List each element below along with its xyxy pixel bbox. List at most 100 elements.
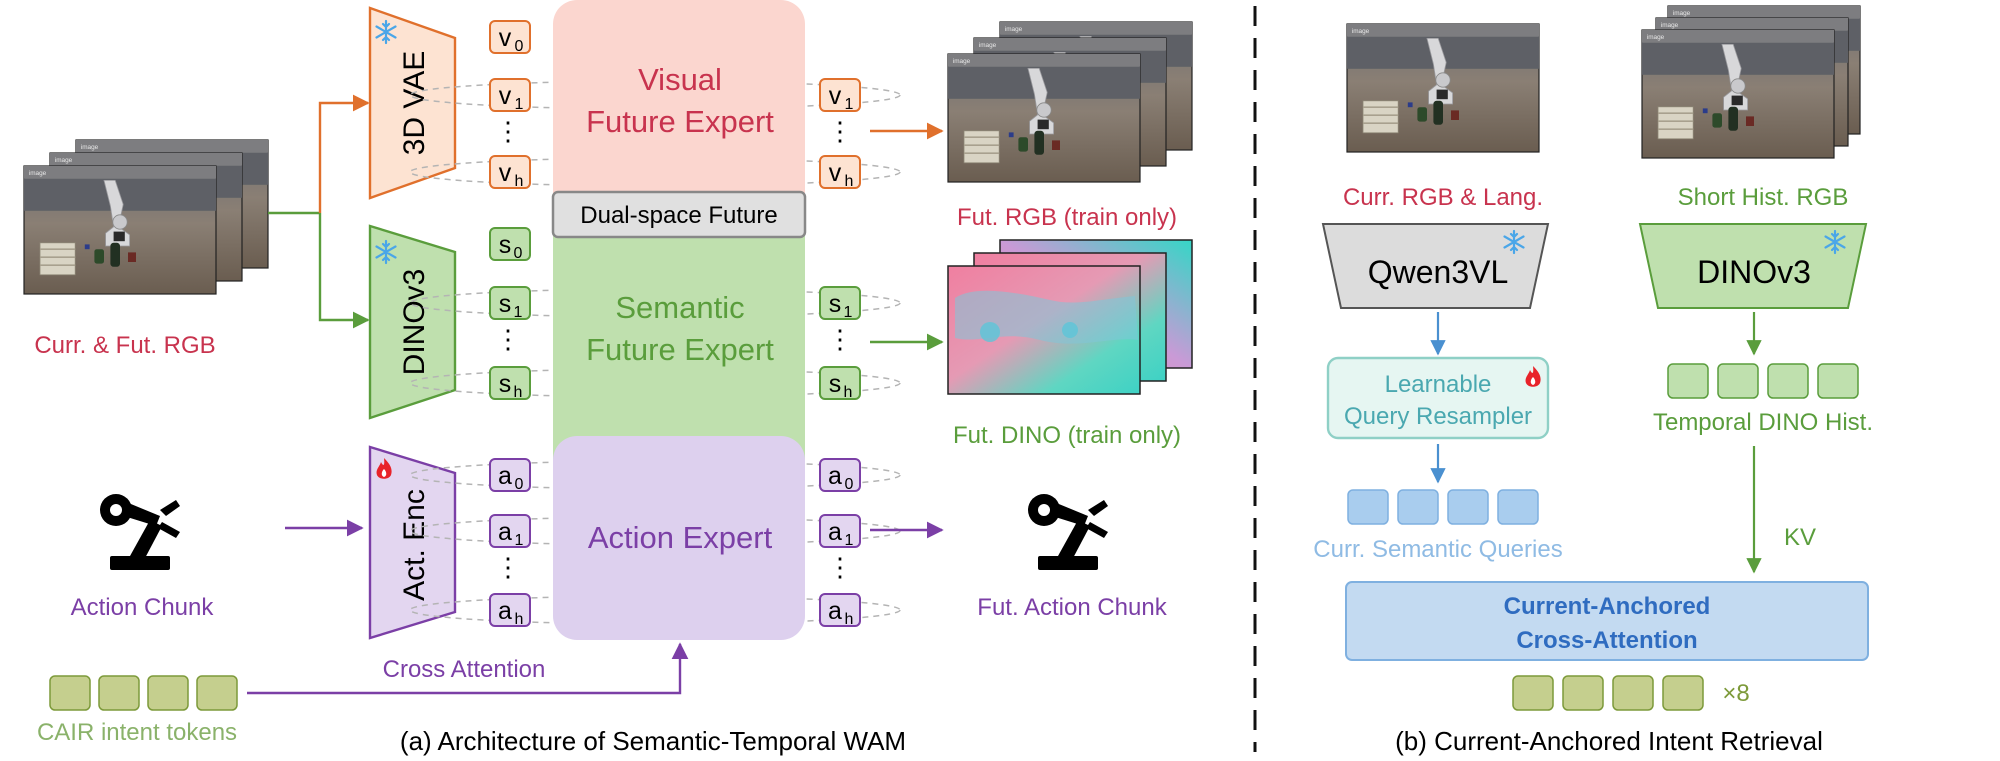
input-rgb-stack: [23, 139, 269, 295]
semantic-queries-label: Curr. Semantic Queries: [1313, 536, 1562, 563]
svg-text:Query Resampler: Query Resampler: [1344, 403, 1532, 430]
action-chunk-label: Action Chunk: [71, 594, 215, 621]
svg-text:DINOv3: DINOv3: [398, 269, 431, 376]
svg-text:a: a: [828, 597, 842, 625]
svg-text:Dual-space Future: Dual-space Future: [580, 202, 777, 229]
dinov3-encoder-right: DINOv3: [1638, 223, 1868, 309]
vdots: ⋮: [495, 116, 521, 146]
dino-encoder: DINOv3: [368, 224, 457, 420]
svg-text:DINOv3: DINOv3: [1697, 254, 1811, 290]
svg-text:0: 0: [515, 38, 524, 55]
cair-intent-tokens: [49, 675, 238, 711]
svg-text:1: 1: [515, 532, 524, 549]
temporal-dino-hist-tokens: [1667, 363, 1859, 399]
expert-column: [553, 0, 805, 640]
current-rgb-frame: [1346, 23, 1540, 153]
semantic-expert-line1: Semantic: [615, 290, 744, 325]
visual-expert-line2: Future Expert: [586, 104, 774, 139]
output-intent-tokens: [1512, 675, 1704, 711]
future-action-chunk-label: Fut. Action Chunk: [977, 594, 1167, 621]
svg-text:Current-Anchored: Current-Anchored: [1504, 593, 1711, 620]
dual-space-future-box: Dual-space Future: [551, 190, 807, 239]
temporal-dino-hist-label: Temporal DINO Hist.: [1653, 409, 1873, 436]
vae-encoder: 3D VAE: [368, 6, 457, 200]
future-rgb-stack: [947, 21, 1193, 183]
semantic-query-tokens: [1347, 489, 1539, 525]
flame-icon: [376, 458, 392, 479]
svg-text:1: 1: [845, 96, 854, 113]
svg-text:⋮: ⋮: [827, 552, 853, 582]
curr-rgb-lang-caption: Curr. RGB & Lang.: [1343, 184, 1543, 211]
svg-text:Act. Enc: Act. Enc: [398, 489, 431, 601]
visual-expert-line1: Visual: [638, 62, 722, 97]
snowflake-icon: [1824, 229, 1846, 255]
svg-text:h: h: [845, 173, 854, 190]
short-history-rgb-stack: [1641, 5, 1861, 159]
svg-text:s: s: [829, 290, 842, 318]
future-dino-stack: [947, 239, 1193, 395]
robot-arm-icon: [1028, 494, 1108, 570]
svg-text:a: a: [828, 518, 842, 546]
flame-icon: [1525, 366, 1541, 387]
svg-text:Qwen3VL: Qwen3VL: [1368, 254, 1509, 290]
svg-text:1: 1: [514, 304, 523, 321]
svg-text:s: s: [499, 231, 512, 259]
svg-text:Learnable: Learnable: [1385, 371, 1492, 398]
svg-text:v: v: [499, 24, 512, 52]
robot-arm-icon: [100, 494, 180, 570]
svg-text:v: v: [499, 159, 512, 187]
action-encoder: Act. Enc: [368, 445, 457, 640]
svg-text:⋮: ⋮: [495, 552, 521, 582]
cross-attention-arrow: [247, 642, 689, 695]
learnable-query-resampler: Learnable Query Resampler: [1326, 356, 1550, 440]
svg-text:3D VAE: 3D VAE: [398, 51, 431, 156]
svg-text:s: s: [499, 290, 512, 318]
future-rgb-caption: Fut. RGB (train only): [957, 204, 1177, 231]
output-arrows: [285, 122, 944, 539]
semantic-expert-line2: Future Expert: [586, 332, 774, 367]
current-anchored-cross-attention: Current-Anchored Cross-Attention: [1345, 581, 1869, 661]
input-arrows: [268, 94, 370, 329]
kv-label: KV: [1784, 524, 1816, 551]
svg-text:s: s: [499, 370, 512, 398]
svg-text:1: 1: [845, 532, 854, 549]
svg-text:a: a: [828, 462, 842, 490]
svg-text:h: h: [515, 611, 524, 628]
future-dino-caption: Fut. DINO (train only): [953, 422, 1181, 449]
svg-text:1: 1: [844, 304, 853, 321]
svg-text:h: h: [844, 384, 853, 401]
action-expert-label: Action Expert: [588, 520, 773, 555]
svg-text:s: s: [829, 370, 842, 398]
svg-text:v: v: [829, 159, 842, 187]
svg-text:0: 0: [515, 476, 524, 493]
cross-attention-label: Cross Attention: [383, 656, 546, 683]
svg-text:0: 0: [845, 476, 854, 493]
input-caption: Curr. & Fut. RGB: [34, 332, 215, 359]
snowflake-icon: [375, 239, 397, 265]
snowflake-icon: [1503, 229, 1525, 255]
svg-text:a: a: [498, 462, 512, 490]
repeat-count-label: ×8: [1722, 680, 1749, 707]
svg-text:⋮: ⋮: [827, 324, 853, 354]
svg-text:1: 1: [515, 96, 524, 113]
svg-text:⋮: ⋮: [495, 324, 521, 354]
svg-text:⋮: ⋮: [827, 116, 853, 146]
cair-tokens-label: CAIR intent tokens: [37, 719, 237, 746]
short-hist-caption: Short Hist. RGB: [1678, 184, 1849, 211]
